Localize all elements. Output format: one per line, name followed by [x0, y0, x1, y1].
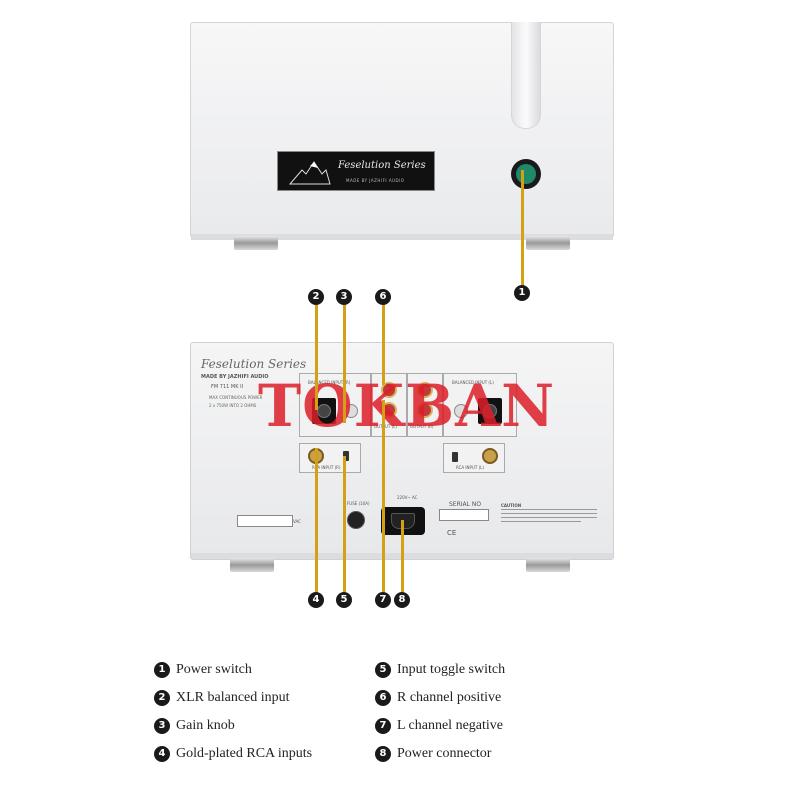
legend-item: 5 Input toggle switch — [375, 660, 585, 680]
serial-no-label: SERIAL NO — [449, 501, 482, 508]
front-right-foot — [526, 236, 570, 250]
legend-label: Power switch — [176, 662, 252, 677]
callout-badge-6: 6 — [375, 289, 391, 305]
legend-label: Gain knob — [176, 718, 235, 733]
caution-text-line-2 — [501, 513, 597, 514]
ce-mark: CE — [447, 529, 457, 537]
caution-text-line-4 — [501, 521, 581, 522]
voltage-label: 220V~ AC — [397, 495, 418, 500]
rear-spec-line1: MAX CONTINUOUS POWER — [209, 395, 263, 400]
caution-text-line-3 — [501, 517, 597, 518]
legend-label: L channel negative — [397, 718, 503, 733]
legend-number: 8 — [375, 746, 391, 762]
callout-line-1 — [521, 170, 524, 288]
legend-column-right: 5 Input toggle switch 6 R channel positi… — [375, 660, 585, 764]
callout-line-2 — [315, 305, 318, 410]
legend-item: 4 Gold-plated RCA inputs — [154, 744, 364, 764]
vac-label-slot — [237, 515, 293, 527]
callout-badge-4: 4 — [308, 592, 324, 608]
legend-number: 1 — [154, 662, 170, 678]
legend-item: 8 Power connector — [375, 744, 585, 764]
callout-line-4 — [315, 448, 318, 592]
xlr-input-left[interactable] — [478, 398, 502, 424]
rear-model: FM 711 MK II — [211, 384, 244, 390]
callout-badge-8: 8 — [394, 592, 410, 608]
callout-line-6 — [382, 305, 385, 385]
fuse-label: FUSE (10A) — [347, 501, 370, 506]
legend-number: 6 — [375, 690, 391, 706]
binding-post-r-positive[interactable] — [417, 382, 433, 398]
rear-brand: Feselution Series — [201, 357, 307, 371]
rear-spec-line2: 2 x 750W INTO 2 OHMS — [209, 403, 257, 408]
input-toggle-switch-left[interactable] — [452, 452, 458, 462]
binding-post-r-negative[interactable] — [417, 402, 433, 418]
legend-item: 6 R channel positive — [375, 688, 585, 708]
power-button[interactable] — [511, 159, 541, 189]
output-r-section: OUTPUT (R) — [407, 373, 443, 437]
legend-item: 1 Power switch — [154, 660, 364, 680]
rear-left-foot — [230, 558, 274, 572]
output-l-section: OUTPUT (L) — [371, 373, 407, 437]
legend-number: 7 — [375, 718, 391, 734]
legend-item: 7 L channel negative — [375, 716, 585, 736]
callout-line-7 — [382, 400, 385, 592]
rca-input-l-section: RCA INPUT (L) — [443, 443, 505, 473]
callout-line-8 — [401, 520, 404, 592]
caution-text-line-1 — [501, 509, 597, 510]
callout-line-5 — [343, 456, 346, 592]
nameplate-sub: MADE BY JAZHIFI AUDIO — [346, 178, 405, 183]
balanced-input-l-label: BALANCED INPUT (L) — [452, 380, 494, 385]
gain-knob-left[interactable] — [454, 404, 468, 418]
rca-input-left[interactable] — [482, 448, 498, 464]
callout-badge-2: 2 — [308, 289, 324, 305]
mountain-logo-icon — [288, 161, 331, 185]
rca-input-r-label: RCA INPUT (R) — [312, 465, 341, 470]
rca-input-r-section: RCA INPUT (R) — [299, 443, 361, 473]
legend-label: R channel positive — [397, 690, 502, 705]
legend-item: 2 XLR balanced input — [154, 688, 364, 708]
callout-line-3 — [343, 305, 346, 423]
front-base-strip — [191, 234, 613, 240]
front-panel: Feselution Series MADE BY JAZHIFI AUDIO — [190, 22, 614, 240]
legend-number: 3 — [154, 718, 170, 734]
front-nameplate: Feselution Series MADE BY JAZHIFI AUDIO — [277, 151, 435, 191]
input-toggle-switch[interactable] — [343, 451, 349, 461]
legend-number: 2 — [154, 690, 170, 706]
callout-badge-5: 5 — [336, 592, 352, 608]
legend-item: 3 Gain knob — [154, 716, 364, 736]
rca-input-l-label: RCA INPUT (L) — [456, 465, 484, 470]
legend-label: Power connector — [397, 746, 492, 761]
legend-label: Input toggle switch — [397, 662, 506, 677]
output-r-label: OUTPUT (R) — [410, 424, 434, 429]
balanced-input-r-label: BALANCED INPUT (R) — [308, 380, 351, 385]
caution-title: CAUTION — [501, 503, 522, 508]
vac-label: VAC — [293, 519, 301, 524]
balanced-input-l-section: BALANCED INPUT (L) — [443, 373, 517, 437]
callout-badge-7: 7 — [375, 592, 391, 608]
legend-label: Gold-plated RCA inputs — [176, 746, 313, 761]
legend-number: 4 — [154, 746, 170, 762]
callout-badge-3: 3 — [336, 289, 352, 305]
front-handle-groove — [511, 22, 541, 129]
watermark: TOKBAN — [258, 372, 556, 440]
output-l-label: OUTPUT (L) — [374, 424, 397, 429]
fuse-holder[interactable] — [347, 511, 365, 529]
rear-made-by: MADE BY JAZHIFI AUDIO — [201, 374, 269, 380]
callout-badge-1: 1 — [514, 285, 530, 301]
legend-number: 5 — [375, 662, 391, 678]
serial-no-slot — [439, 509, 489, 521]
legend-column-left: 1 Power switch 2 XLR balanced input 3 Ga… — [154, 660, 364, 764]
binding-post-l-positive[interactable] — [381, 382, 397, 398]
legend-label: XLR balanced input — [176, 690, 290, 705]
front-left-foot — [234, 236, 278, 250]
nameplate-script: Feselution Series — [338, 160, 426, 171]
rear-right-foot — [526, 558, 570, 572]
